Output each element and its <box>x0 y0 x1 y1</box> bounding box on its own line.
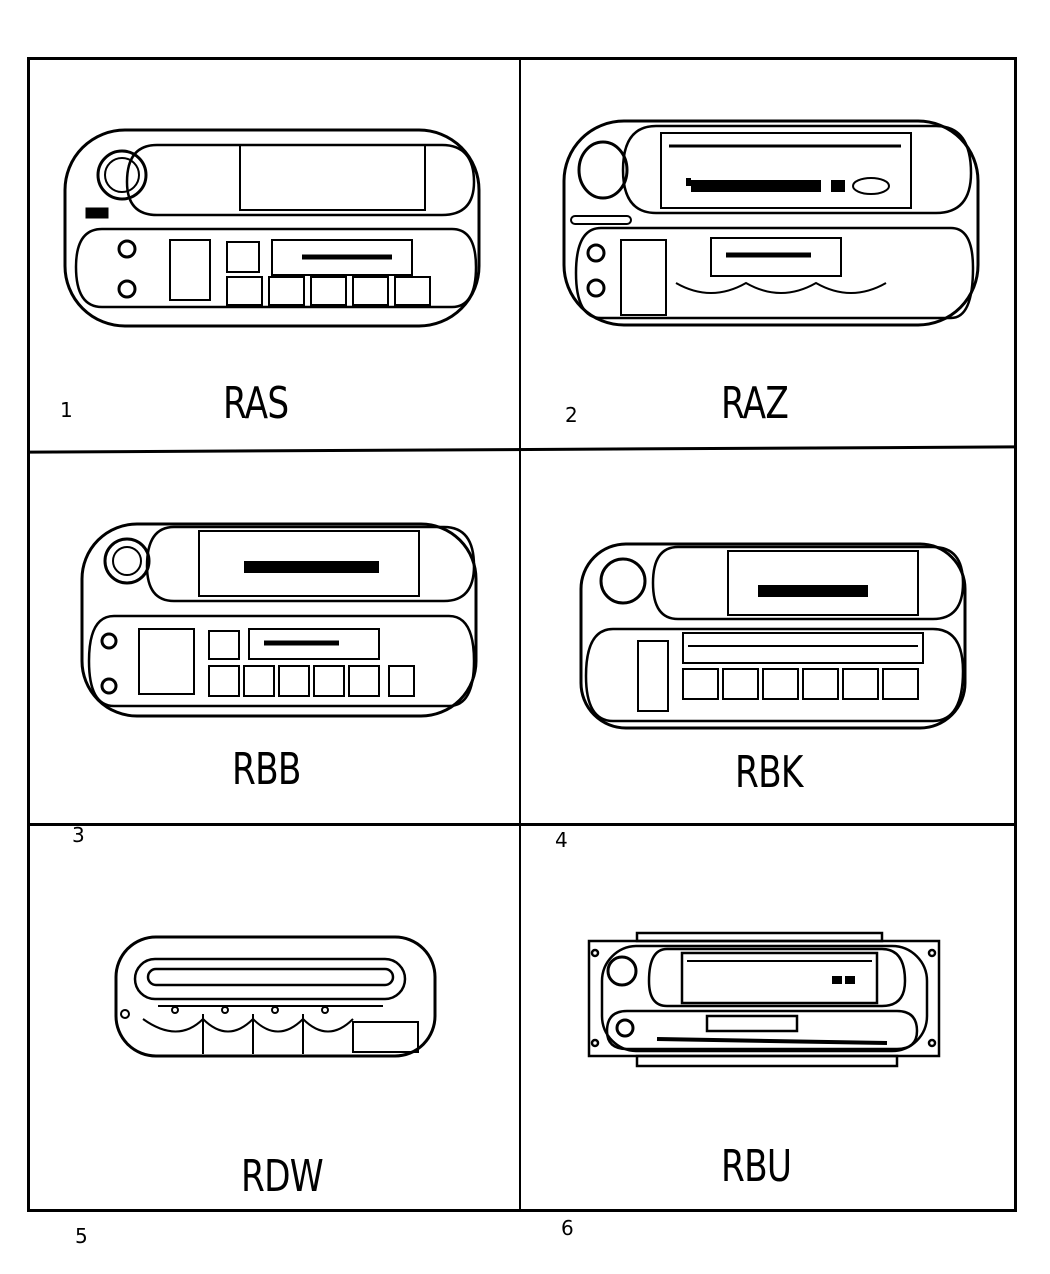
part-code: RAS <box>223 378 289 429</box>
item-number: 6 <box>561 1216 574 1240</box>
part-cell-4: 4 RBK <box>521 451 1017 852</box>
part-cell-3: 3 RBB <box>30 451 519 847</box>
item-number: 4 <box>555 828 568 852</box>
part-code: RBK <box>735 747 803 798</box>
cd-changer-rdw-illustration <box>114 935 437 1058</box>
parts-grid: 1 RAS <box>27 57 1017 1248</box>
part-cell-5: 5 RDW <box>30 826 519 1248</box>
radio-unit-rbb-illustration <box>80 522 478 718</box>
part-code: RBU <box>721 1141 792 1192</box>
item-number: 1 <box>60 398 73 422</box>
part-code: RBB <box>232 744 301 795</box>
part-code: RAZ <box>721 378 789 429</box>
radio-unit-raz-illustration <box>562 119 980 327</box>
radio-unit-rbu-illustration <box>587 931 941 1068</box>
part-cell-1: 1 RAS <box>30 60 519 448</box>
radio-unit-rbk-illustration <box>579 542 967 730</box>
item-number: 5 <box>75 1224 88 1248</box>
radio-unit-ras-illustration <box>63 128 481 328</box>
grid-divider-row-2 <box>30 823 1014 826</box>
part-cell-6: 6 RBU <box>521 826 1017 1240</box>
item-number: 2 <box>565 403 578 427</box>
part-code: RDW <box>241 1151 324 1202</box>
item-number: 3 <box>72 823 85 847</box>
grid-divider-vertical <box>519 60 521 1209</box>
part-cell-2: 2 RAZ <box>521 60 1017 448</box>
